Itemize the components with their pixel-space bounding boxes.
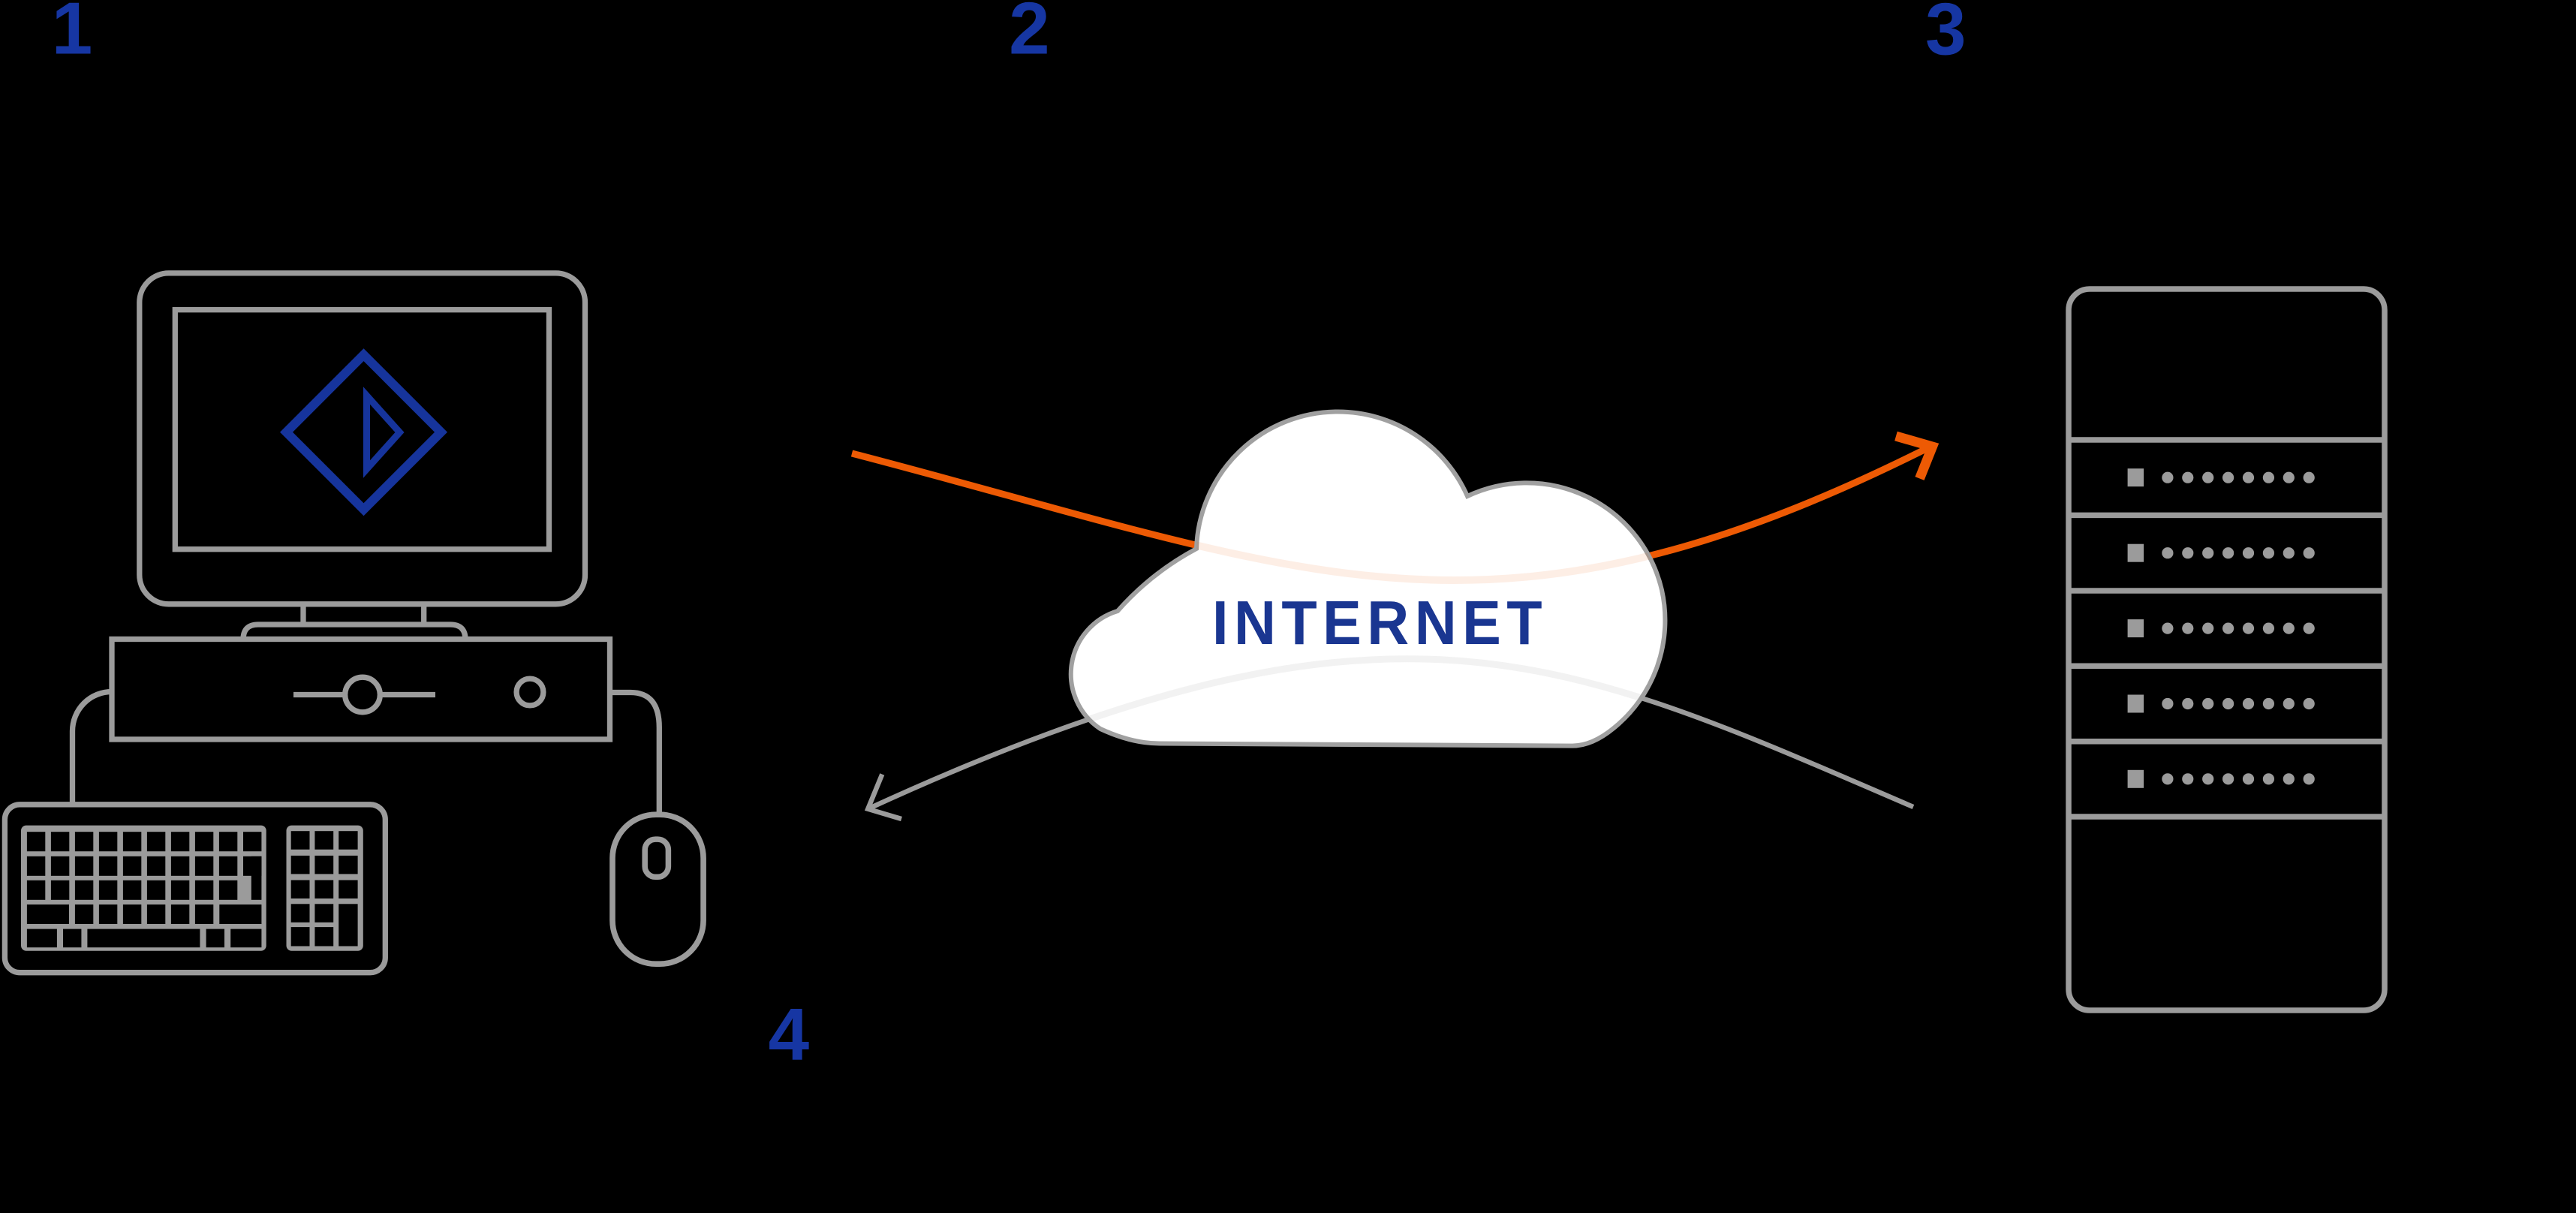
svg-text:4: 4 — [769, 993, 810, 1076]
svg-text:INTERNET: INTERNET — [1212, 588, 1548, 658]
svg-text:1: 1 — [52, 0, 93, 70]
svg-text:3: 3 — [1925, 0, 1967, 71]
svg-text:2: 2 — [1009, 0, 1050, 70]
